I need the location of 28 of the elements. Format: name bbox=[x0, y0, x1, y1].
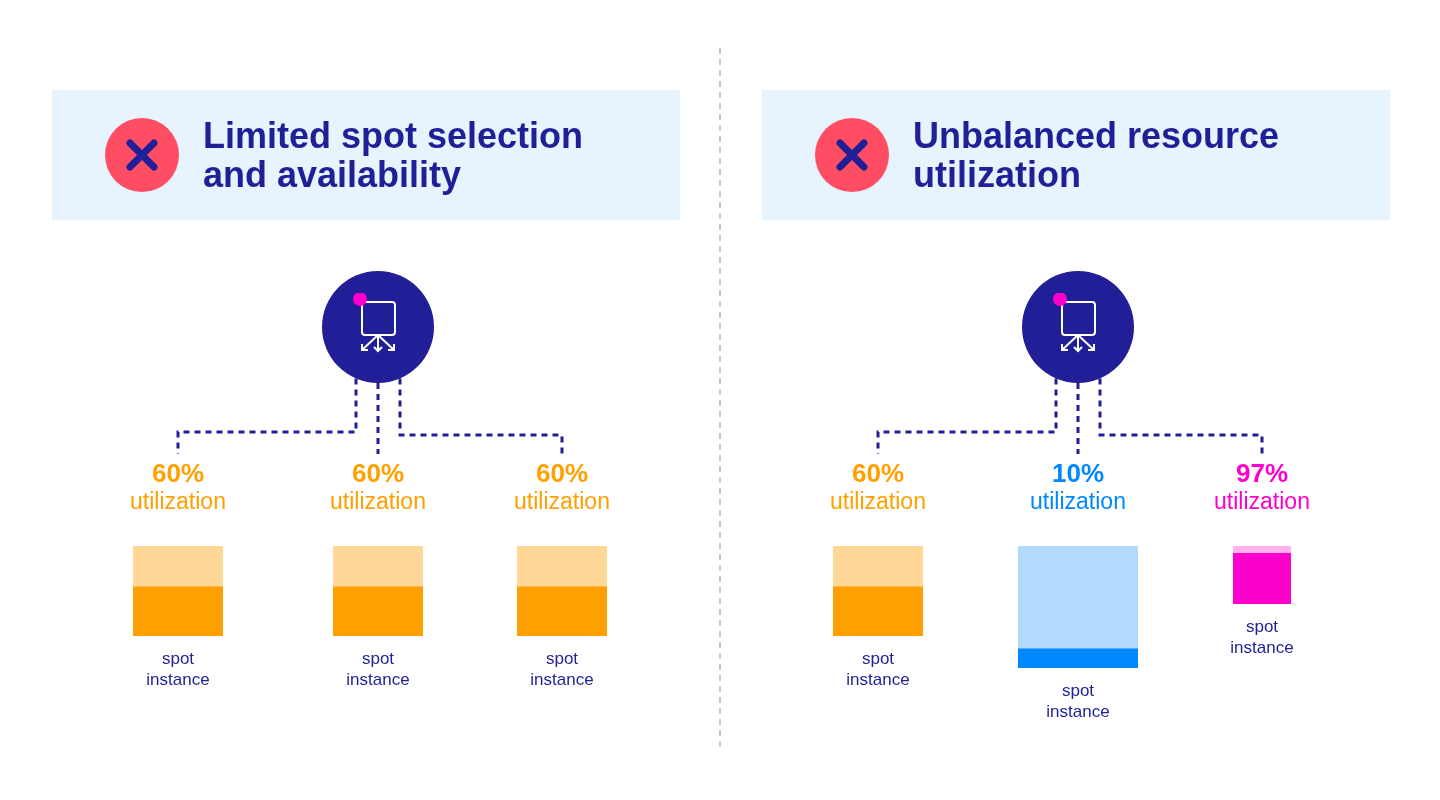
instance-label: spot instance bbox=[345, 648, 411, 690]
dashed-connector bbox=[1098, 378, 1264, 454]
instance-label: spot instance bbox=[1229, 616, 1295, 658]
utilization-label: utilization bbox=[830, 488, 926, 514]
heading-band bbox=[52, 90, 680, 220]
utilization-percent: 60% bbox=[851, 458, 904, 488]
utilization-label: utilization bbox=[514, 488, 610, 514]
instance-label: spot instance bbox=[845, 648, 911, 690]
utilization-percent: 10% bbox=[1051, 458, 1104, 488]
utilization-percent: 97% bbox=[1235, 458, 1288, 488]
dashed-connector bbox=[376, 383, 380, 454]
heading-band bbox=[762, 90, 1390, 220]
dashed-connector bbox=[1076, 383, 1080, 454]
utilization-percent: 60% bbox=[351, 458, 404, 488]
utilization-label: utilization bbox=[130, 488, 226, 514]
instance-label: spot instance bbox=[145, 648, 211, 690]
instance-label: spot instance bbox=[529, 648, 595, 690]
utilization-label: utilization bbox=[1214, 488, 1310, 514]
heading-text: Unbalanced resource utilization bbox=[913, 116, 1281, 194]
utilization-percent: 60% bbox=[535, 458, 588, 488]
heading-text: Limited spot selection and availability bbox=[203, 116, 585, 194]
instance-label: spot instance bbox=[1045, 680, 1111, 722]
utilization-label: utilization bbox=[1030, 488, 1126, 514]
dashed-connector bbox=[876, 378, 1058, 454]
dashed-connector bbox=[176, 378, 358, 454]
dashed-connector bbox=[398, 378, 564, 454]
utilization-label: utilization bbox=[330, 488, 426, 514]
utilization-percent: 60% bbox=[151, 458, 204, 488]
